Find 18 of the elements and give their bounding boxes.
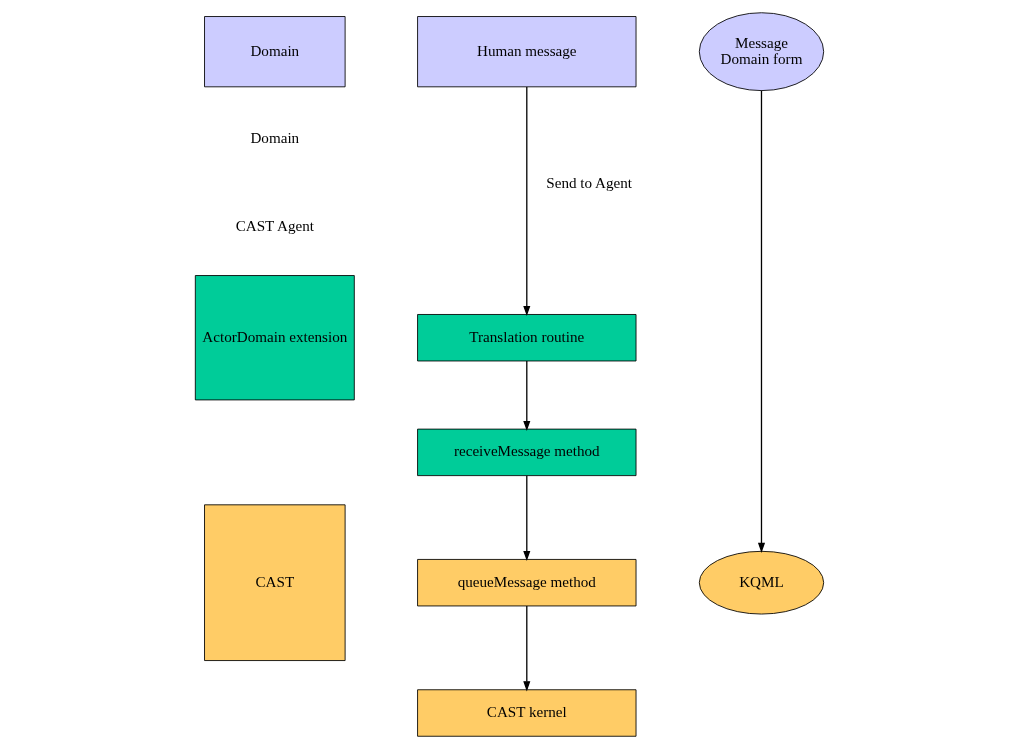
label: Domain	[250, 130, 300, 147]
arrow	[757, 89, 766, 553]
node-ellipse: KQML	[698, 550, 825, 615]
node-box: CAST kernel	[417, 689, 637, 737]
arrow	[523, 86, 531, 317]
edge-label: Send to Agent	[546, 174, 632, 191]
node-box: Translation routine	[417, 314, 637, 362]
node-box: Human message	[417, 16, 637, 88]
node-box: Domain	[204, 16, 346, 88]
node-box: ActorDomain extension	[194, 275, 355, 401]
node-box: queueMessage method	[417, 559, 637, 607]
label: CAST Agent	[235, 217, 314, 234]
node-ellipse: Message Domain form	[698, 12, 825, 92]
arrow	[523, 605, 531, 692]
node-box: CAST	[204, 504, 346, 661]
arrow	[523, 475, 531, 562]
node-box: receiveMessage method	[417, 428, 637, 477]
arrow	[523, 360, 531, 432]
